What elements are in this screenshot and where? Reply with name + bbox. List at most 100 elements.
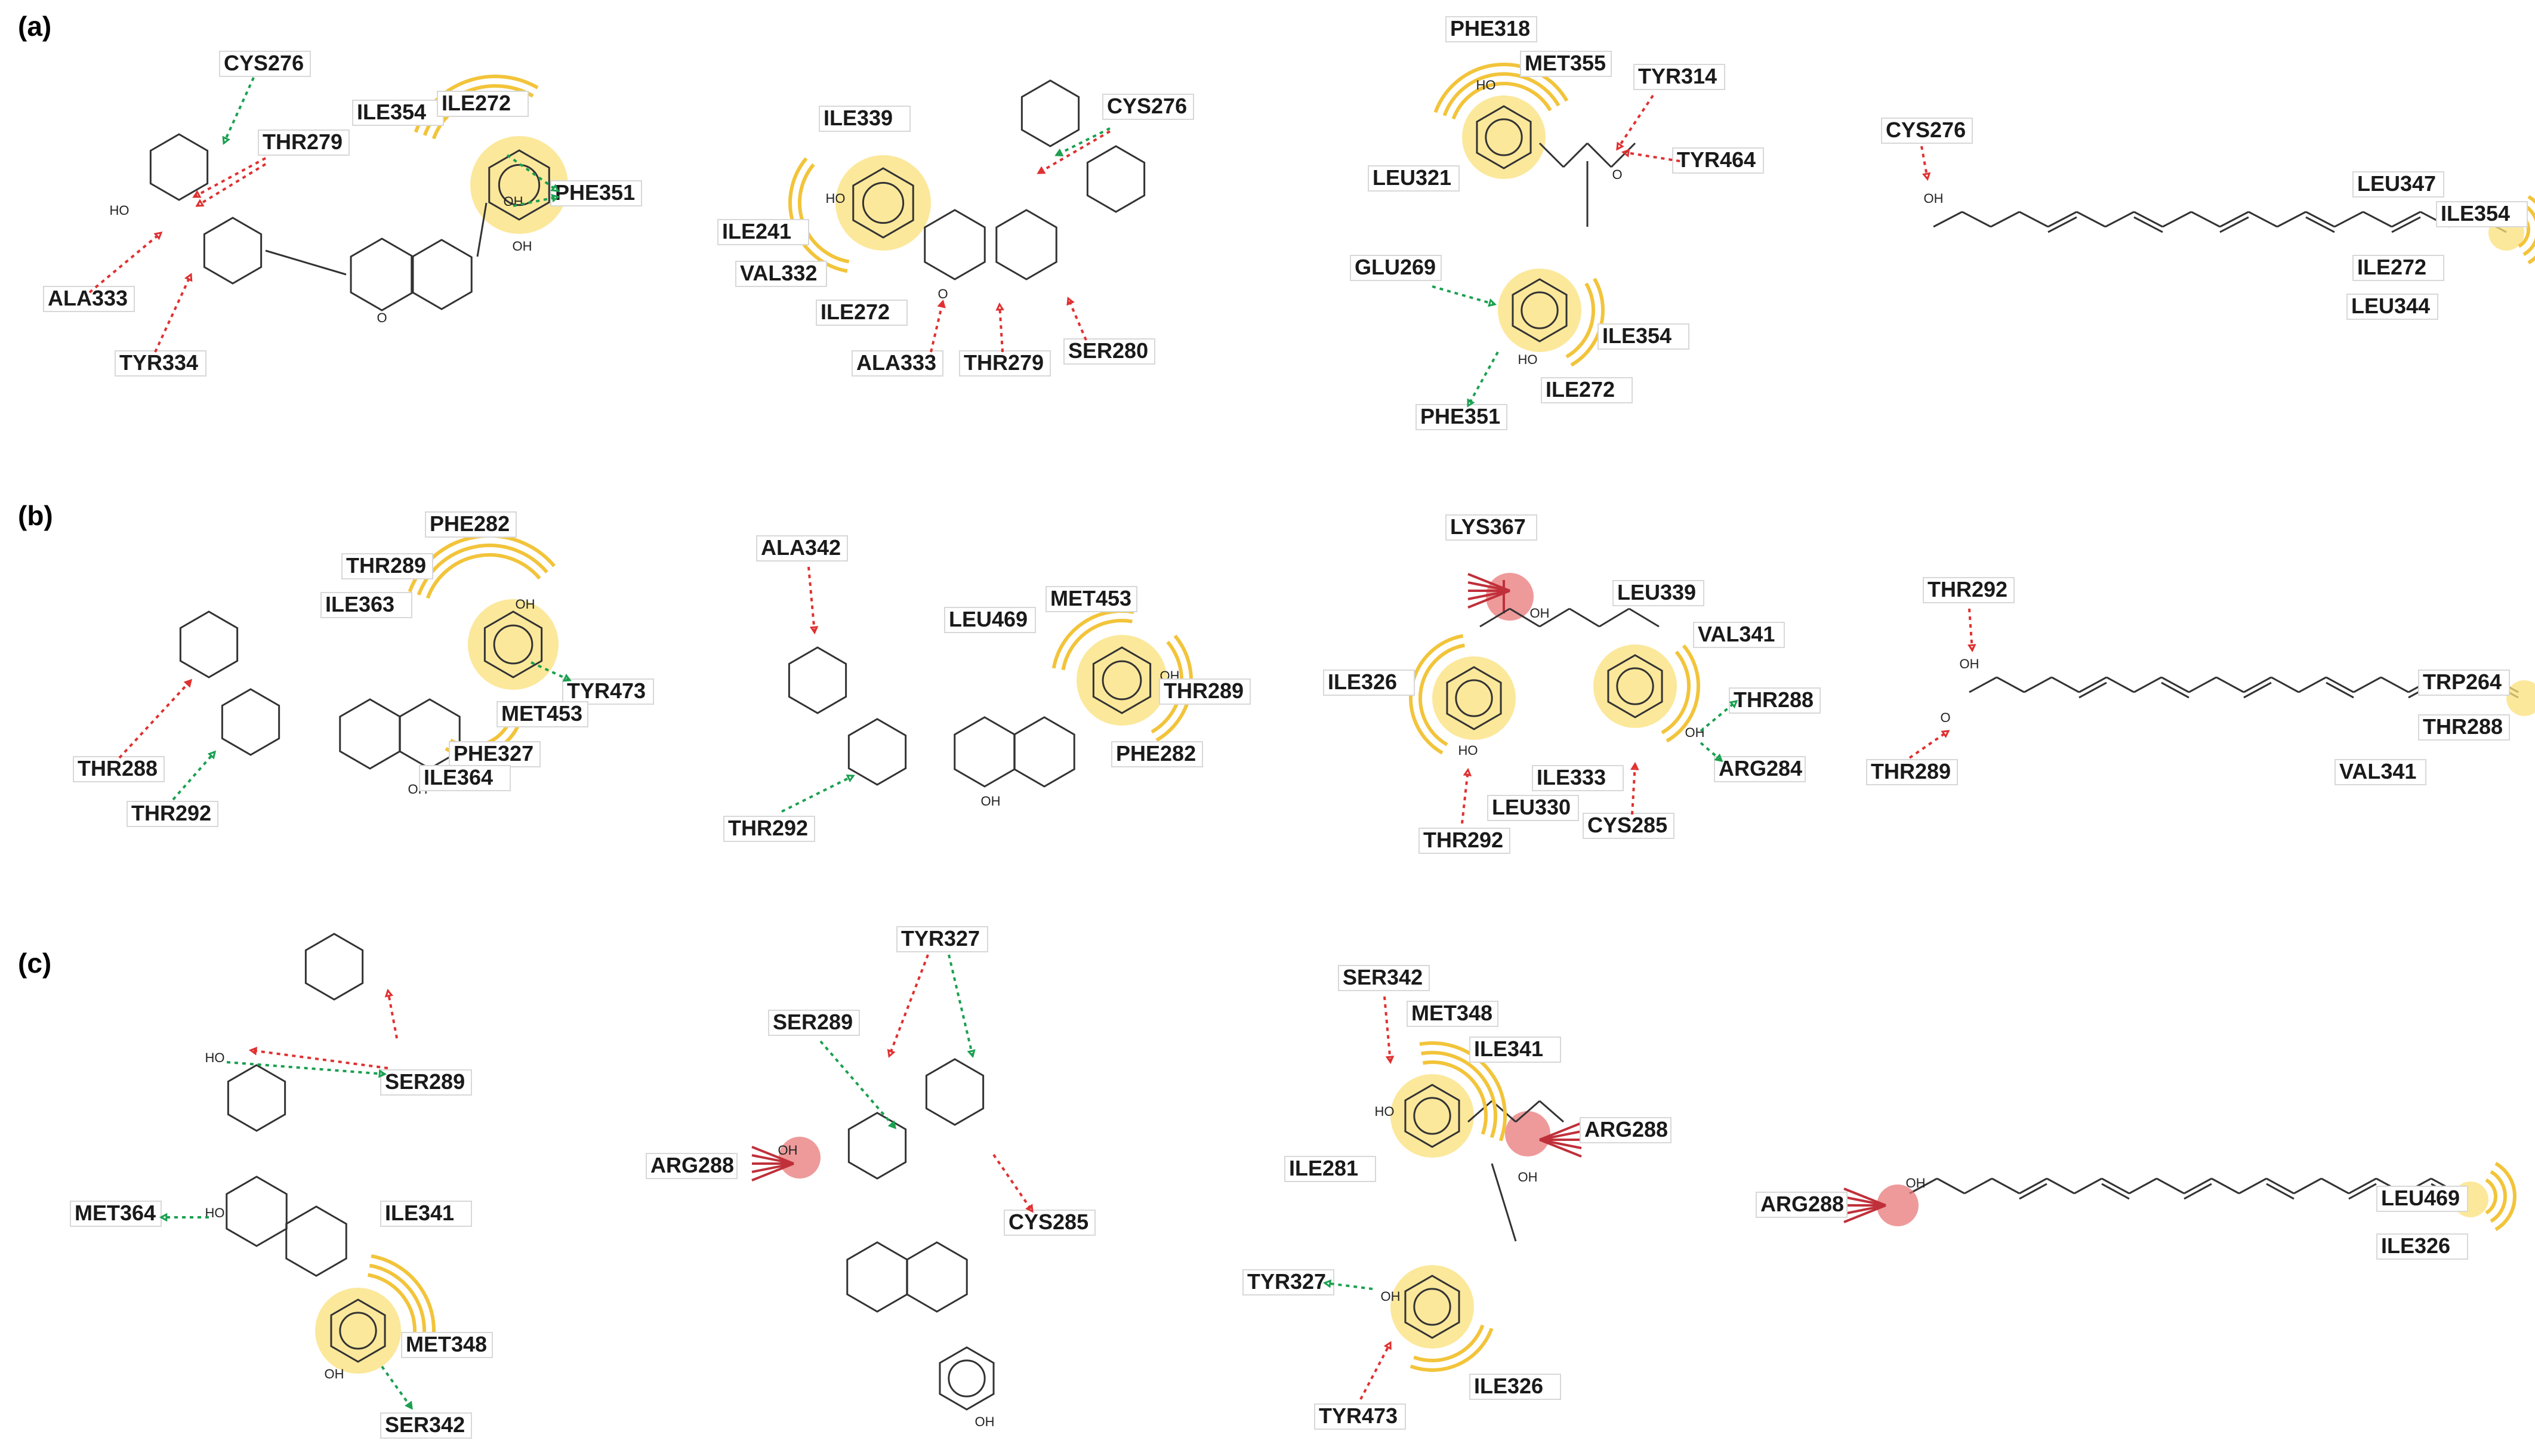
residue-label: ILE272: [2352, 255, 2444, 281]
hydrogen-bond-arrowhead: [1714, 753, 1723, 763]
chain-bond: [2078, 676, 2107, 693]
residue-label-box: [2346, 294, 2438, 320]
residue-label: VAL341: [1693, 622, 1785, 648]
salt-bridge-spike: [1539, 1139, 1582, 1158]
residue-label: LEU469: [2376, 1186, 2468, 1212]
hydrogen-bond-arrowhead: [1941, 730, 1950, 738]
hydrogen-bond: [888, 954, 929, 1057]
hydrogen-bond-arrowhead: [1037, 166, 1046, 174]
chain-bond: [1599, 607, 1630, 628]
residue-name: ILE341: [385, 1201, 454, 1225]
chain-bond: [2391, 211, 2421, 228]
residue-name: LEU321: [1373, 165, 1451, 190]
residue-label: TYR473: [562, 678, 654, 705]
hydrogen-bond-arrowhead: [887, 1048, 896, 1058]
residue-name: TYR464: [1677, 147, 1756, 172]
chain-bond: [2076, 211, 2106, 228]
residue-name: VAL341: [2339, 759, 2416, 783]
chain-double-bond: [2101, 1183, 2130, 1200]
residue-name: THR292: [1928, 577, 2007, 601]
hydrogen-bond-arrowhead: [562, 674, 572, 682]
residue-label-box: [1612, 580, 1704, 606]
residue-label-box: [1418, 828, 1510, 854]
chain-double-bond: [2019, 1183, 2047, 1200]
hydrogen-bond-arrowhead: [1621, 149, 1630, 158]
ring-bond: [1013, 716, 1075, 788]
residue-label-box: [2436, 201, 2528, 227]
atom-label-o: O: [377, 310, 387, 325]
residue-label-box: [2352, 255, 2444, 281]
residue-name: ILE272: [1546, 377, 1615, 402]
residue-label-box: [1350, 255, 1442, 281]
hydrogen-bond-arrowhead: [1922, 172, 1931, 181]
residue-label: PHE327: [449, 741, 541, 767]
residue-name: ILE341: [1474, 1037, 1543, 1061]
chain-bond: [1909, 1177, 1938, 1195]
residue-label: LEU347: [2352, 171, 2444, 198]
chain-bond: [2248, 211, 2278, 228]
residue-name: TYR473: [567, 678, 646, 703]
residue-label-box: [735, 261, 827, 287]
chain-bond: [2162, 211, 2192, 228]
residue-name: MET355: [1525, 51, 1606, 75]
residue-name: THR292: [1423, 828, 1503, 852]
chain-double-bond: [2047, 216, 2077, 233]
residue-label-box: [1284, 1156, 1376, 1182]
residue-label: MET348: [1407, 1001, 1498, 1027]
aromatic-bond: [339, 1312, 377, 1350]
chain-bond: [2305, 211, 2335, 228]
hydrogen-bond: [1067, 298, 1087, 341]
hydrogen-bond: [1359, 1342, 1392, 1400]
hydrogen-bond: [781, 775, 854, 813]
residue-label-box: [341, 553, 433, 579]
hydrogen-bond-arrowhead: [384, 988, 394, 998]
hydrogen-bond-arrowhead: [222, 135, 230, 145]
residue-label: MET348: [401, 1332, 493, 1358]
residue-name: ALA342: [761, 535, 841, 560]
hydrogen-bond-arrowhead: [1383, 1341, 1392, 1350]
residue-name: MET453: [1050, 586, 1131, 610]
chain-bond: [1996, 676, 2025, 693]
residue-label: ARG284: [1714, 756, 1806, 782]
chain-bond: [2106, 676, 2135, 693]
residue-label: ARG288: [646, 1153, 738, 1179]
residue-label: LEU344: [2346, 294, 2438, 320]
residue-label-box: [1580, 1117, 1672, 1143]
ring-bond: [852, 167, 914, 239]
residue-label: VAL341: [2334, 759, 2426, 785]
atom-label-oh: OH: [1518, 1170, 1538, 1184]
chain-bond: [2051, 676, 2080, 693]
chain-bond: [1509, 607, 1540, 628]
residue-name: ALA333: [48, 286, 128, 310]
residue-name: VAL341: [1698, 622, 1775, 646]
residue-label-box: [1672, 147, 1764, 174]
hydrophobic-contact-arc: [1410, 1328, 1494, 1372]
chain-bond: [2129, 1177, 2157, 1195]
residue-name: LYS367: [1450, 514, 1526, 539]
residue-label: ILE354: [1598, 323, 1689, 350]
panel-label: (c): [18, 948, 51, 979]
hydrogen-bond: [1908, 730, 1950, 759]
residue-label: TRP264: [2418, 670, 2510, 696]
residue-label: THR292: [127, 801, 218, 827]
chain-bond: [1569, 607, 1600, 628]
chain-double-bond: [2348, 1183, 2377, 1200]
hydrophobic-contact-arc: [1442, 72, 1561, 116]
hydrogen-bond-arrowhead: [1463, 767, 1472, 777]
hydrogen-bond-arrowhead: [184, 273, 193, 282]
atom-label-oh: OH: [975, 1414, 995, 1429]
residue-label-box: [437, 91, 529, 117]
atom-label-o: O: [1612, 167, 1622, 182]
residue-label: THR292: [723, 816, 815, 842]
residue-label-box: [1469, 1037, 1561, 1063]
residue-label-box: [1583, 813, 1674, 839]
hydrogen-bond: [172, 751, 216, 801]
ring-bond: [226, 1176, 288, 1247]
chain-bond: [2293, 1177, 2322, 1195]
chain-double-bond: [2305, 216, 2335, 233]
hydrogen-bond: [1324, 1282, 1373, 1290]
residue-label: ALA333: [852, 350, 943, 377]
ring-bond: [488, 149, 550, 221]
ring-bond: [203, 217, 263, 285]
residue-name: SER280: [1068, 338, 1148, 363]
